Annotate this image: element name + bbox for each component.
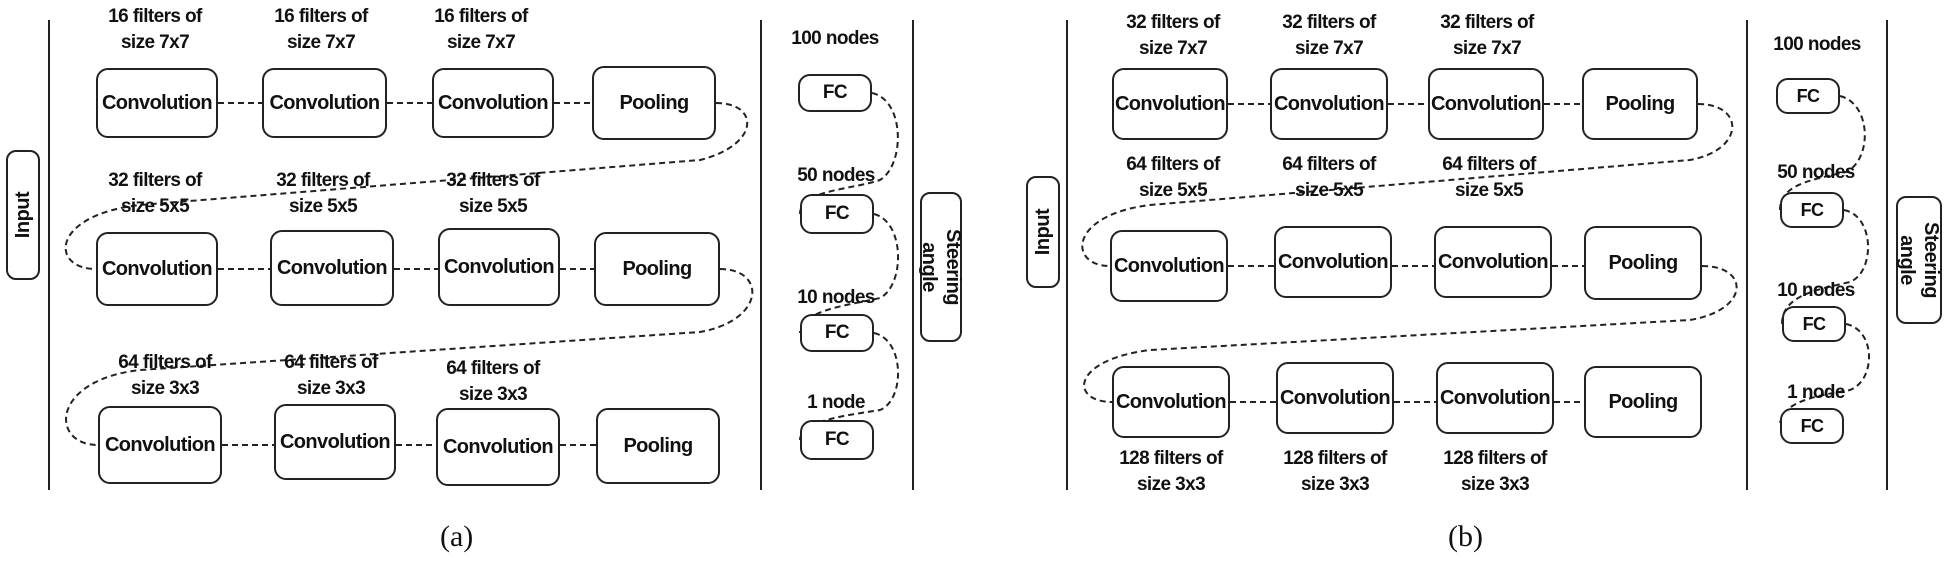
convolution-block-b-r2-c3: Convolution bbox=[1434, 226, 1552, 298]
fc-block-a-4: FC bbox=[800, 420, 874, 460]
filter-label-a-r3-c1: 64 filters of size 3x3 bbox=[118, 352, 212, 399]
divider-fc-right-b bbox=[1886, 20, 1888, 490]
fc-block-a-1: FC bbox=[798, 74, 872, 112]
filter-label-b-r1-c3: 32 filters of size 7x7 bbox=[1440, 12, 1534, 59]
connector-a-s2 bbox=[65, 268, 754, 446]
output-block-a: Steering angle bbox=[918, 192, 964, 342]
connector-b-fc2 bbox=[1781, 209, 1870, 325]
divider-input-a bbox=[48, 20, 50, 490]
divider-input-b bbox=[1066, 20, 1068, 490]
convolution-block-a-r3-c1: Convolution bbox=[98, 406, 222, 484]
filter-label-a-r1-c3: 16 filters of size 7x7 bbox=[434, 6, 528, 53]
convolution-block-a-r1-c1: Convolution bbox=[96, 68, 218, 138]
convolution-block-a-r2-c3: Convolution bbox=[438, 228, 560, 306]
input-block-b: Input bbox=[1026, 176, 1060, 288]
convolution-block-a-r3-c2: Convolution bbox=[274, 404, 396, 480]
fc-nodes-label-b-2: 50 nodes bbox=[1777, 162, 1855, 183]
convolution-block-b-r3-c1: Convolution bbox=[1112, 366, 1230, 438]
filter-label-a-r1-c2: 16 filters of size 7x7 bbox=[274, 6, 368, 53]
convolution-block-b-r2-c1: Convolution bbox=[1110, 230, 1228, 302]
output-label-a: Steering angle bbox=[918, 228, 964, 306]
input-label-a: Input bbox=[12, 191, 34, 239]
filter-label-a-r2-c3: 32 filters of size 5x5 bbox=[446, 170, 540, 217]
filter-label-b-r2-c2: 64 filters of size 5x5 bbox=[1282, 154, 1376, 201]
filter-label-b-r1-c1: 32 filters of size 7x7 bbox=[1126, 12, 1220, 59]
input-block-a: Input bbox=[6, 150, 40, 280]
fc-nodes-label-b-1: 100 nodes bbox=[1773, 34, 1861, 55]
fc-nodes-label-a-4: 1 node bbox=[807, 392, 865, 413]
pooling-block-b-r2: Pooling bbox=[1584, 226, 1702, 300]
connector-b-s2 bbox=[1083, 265, 1738, 403]
convolution-block-b-r3-c2: Convolution bbox=[1276, 362, 1394, 434]
input-label-b: Input bbox=[1032, 208, 1054, 256]
fc-nodes-label-b-3: 10 nodes bbox=[1777, 280, 1855, 301]
filter-label-a-r3-c2: 64 filters of size 3x3 bbox=[284, 352, 378, 399]
convolution-block-b-r1-c3: Convolution bbox=[1428, 68, 1544, 140]
caption-a: (a) bbox=[440, 520, 474, 553]
fc-block-b-1: FC bbox=[1776, 78, 1840, 114]
fc-block-b-4: FC bbox=[1780, 408, 1844, 444]
divider-fc-left-b bbox=[1746, 20, 1748, 490]
caption-b: (b) bbox=[1448, 520, 1483, 553]
connector-b-fc3 bbox=[1779, 323, 1870, 427]
divider-fc-right-a bbox=[912, 20, 914, 490]
filter-label-b-r3-c1: 128 filters of size 3x3 bbox=[1119, 448, 1223, 495]
pooling-block-b-r3: Pooling bbox=[1584, 366, 1702, 438]
convolution-block-a-r2-c2: Convolution bbox=[270, 230, 394, 306]
connector-a-s1 bbox=[64, 102, 749, 270]
fc-block-b-2: FC bbox=[1780, 192, 1844, 228]
fc-block-a-2: FC bbox=[800, 194, 874, 234]
output-block-b: Steering angle bbox=[1896, 196, 1942, 324]
connector-b-s1 bbox=[1081, 103, 1734, 267]
filter-label-b-r3-c3: 128 filters of size 3x3 bbox=[1443, 448, 1547, 495]
filter-label-b-r2-c3: 64 filters of size 5x5 bbox=[1442, 154, 1536, 201]
convolution-block-b-r2-c2: Convolution bbox=[1274, 226, 1392, 298]
convolution-block-a-r3-c3: Convolution bbox=[436, 408, 560, 486]
filter-label-a-r1-c1: 16 filters of size 7x7 bbox=[108, 6, 202, 53]
fc-nodes-label-a-2: 50 nodes bbox=[797, 165, 875, 186]
output-label-b: Steering angle bbox=[1896, 221, 1942, 299]
convolution-block-b-r1-c1: Convolution bbox=[1112, 68, 1228, 140]
divider-fc-left-a bbox=[760, 20, 762, 490]
fc-nodes-label-a-1: 100 nodes bbox=[791, 28, 879, 49]
pooling-block-a-r2: Pooling bbox=[594, 232, 720, 306]
convolution-block-a-r1-c2: Convolution bbox=[262, 68, 387, 138]
filter-label-b-r2-c1: 64 filters of size 5x5 bbox=[1126, 154, 1220, 201]
fc-nodes-label-a-3: 10 nodes bbox=[797, 287, 875, 308]
convolution-block-b-r3-c3: Convolution bbox=[1436, 362, 1554, 434]
pooling-block-b-r1: Pooling bbox=[1582, 68, 1698, 140]
convolution-block-a-r2-c1: Convolution bbox=[96, 232, 218, 306]
fc-block-b-3: FC bbox=[1782, 306, 1846, 342]
convolution-block-a-r1-c3: Convolution bbox=[432, 68, 554, 138]
filter-label-a-r2-c2: 32 filters of size 5x5 bbox=[276, 170, 370, 217]
connector-b-fc1 bbox=[1779, 95, 1866, 211]
fc-nodes-label-b-4: 1 node bbox=[1787, 382, 1845, 403]
filter-label-b-r1-c2: 32 filters of size 7x7 bbox=[1282, 12, 1376, 59]
convolution-block-b-r1-c2: Convolution bbox=[1270, 68, 1388, 140]
filter-label-a-r2-c1: 32 filters of size 5x5 bbox=[108, 170, 202, 217]
fc-block-a-3: FC bbox=[800, 314, 874, 352]
filter-label-a-r3-c3: 64 filters of size 3x3 bbox=[446, 358, 540, 405]
pooling-block-a-r3: Pooling bbox=[596, 408, 720, 484]
filter-label-b-r3-c2: 128 filters of size 3x3 bbox=[1283, 448, 1387, 495]
pooling-block-a-r1: Pooling bbox=[592, 66, 716, 140]
